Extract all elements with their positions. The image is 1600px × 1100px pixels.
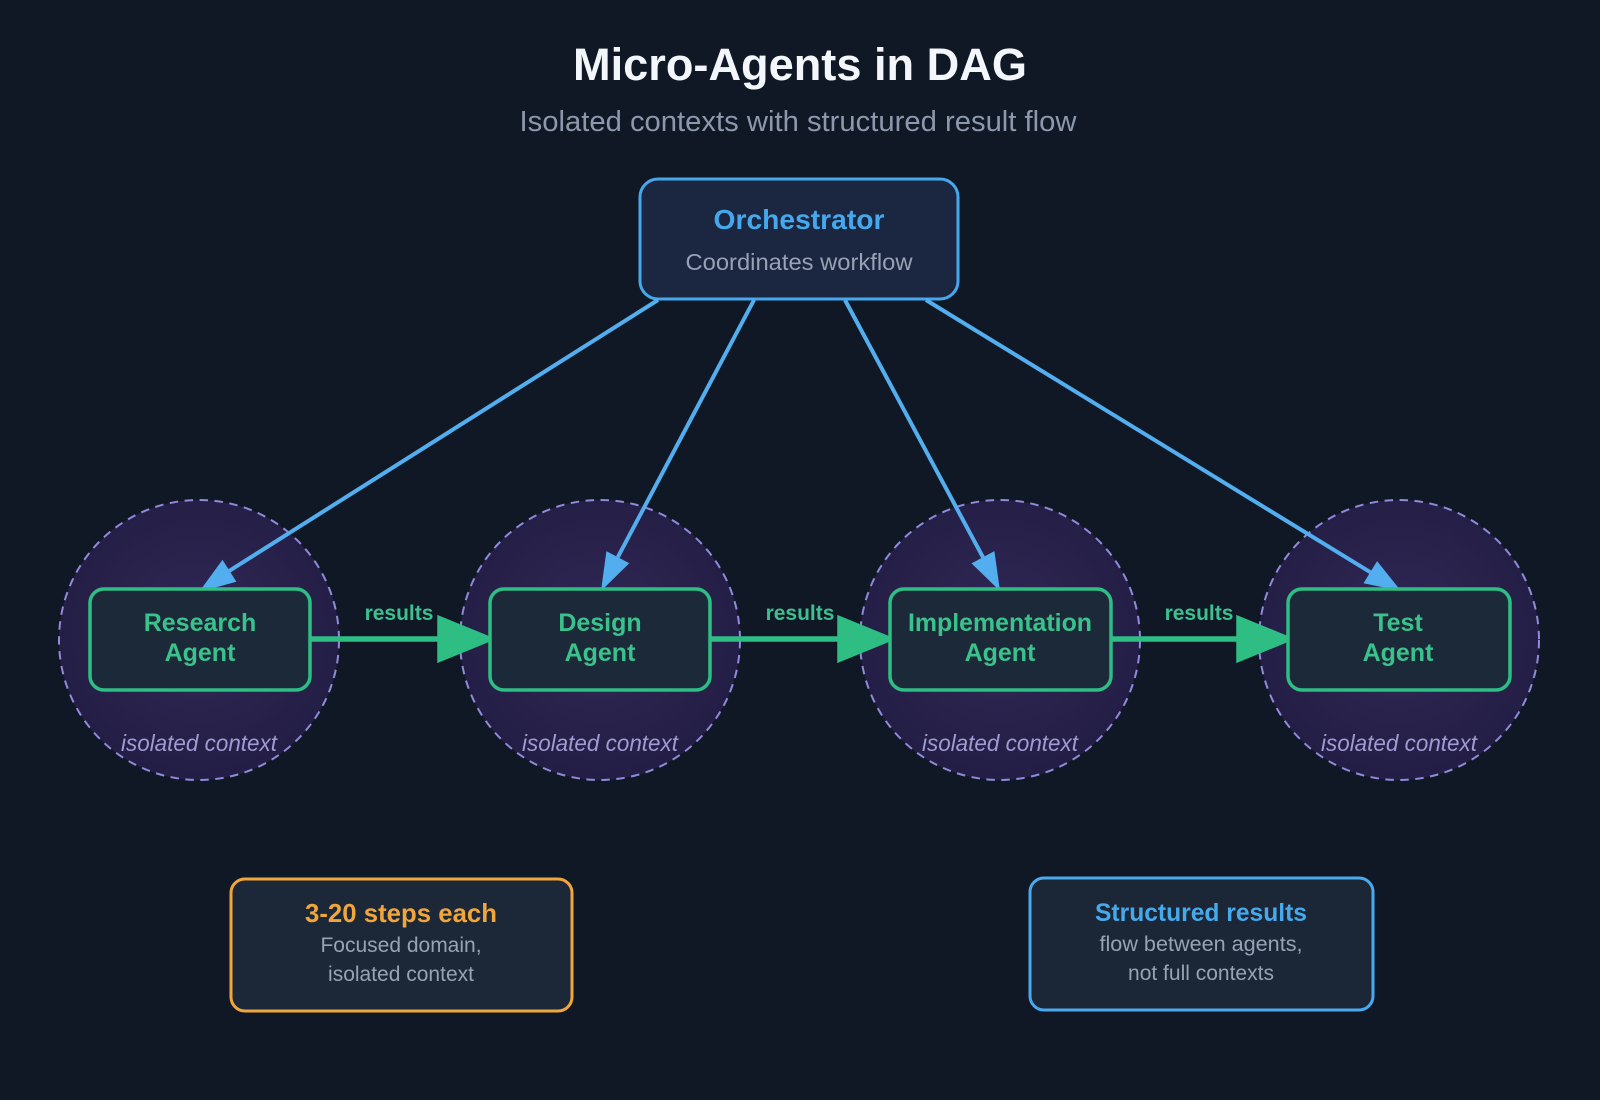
svg-text:isolated context: isolated context [522, 730, 680, 756]
svg-text:results: results [365, 602, 434, 625]
svg-text:Agent: Agent [565, 639, 637, 667]
svg-text:isolated context: isolated context [1321, 730, 1479, 756]
svg-text:3-20 steps each: 3-20 steps each [305, 898, 497, 928]
svg-text:isolated context: isolated context [922, 730, 1080, 756]
svg-text:Micro-Agents in DAG: Micro-Agents in DAG [573, 39, 1027, 90]
svg-text:Structured results: Structured results [1095, 899, 1307, 927]
svg-text:flow between agents,: flow between agents, [1100, 933, 1303, 956]
svg-text:Coordinates workflow: Coordinates workflow [686, 249, 914, 275]
svg-text:Implementation: Implementation [908, 609, 1092, 637]
svg-text:results: results [1165, 602, 1234, 625]
svg-text:isolated context: isolated context [121, 730, 279, 756]
svg-text:Agent: Agent [165, 639, 237, 667]
svg-text:results: results [766, 602, 835, 625]
svg-text:Orchestrator: Orchestrator [714, 204, 885, 235]
svg-text:Agent: Agent [965, 639, 1037, 667]
svg-text:Test: Test [1373, 609, 1423, 637]
svg-text:Agent: Agent [1363, 639, 1435, 667]
svg-text:Isolated contexts with structu: Isolated contexts with structured result… [520, 106, 1078, 138]
svg-text:Design: Design [558, 609, 641, 637]
svg-text:Research: Research [144, 609, 257, 637]
svg-text:isolated context: isolated context [328, 963, 474, 986]
svg-text:not full contexts: not full contexts [1128, 962, 1274, 985]
svg-text:Focused domain,: Focused domain, [320, 934, 481, 957]
